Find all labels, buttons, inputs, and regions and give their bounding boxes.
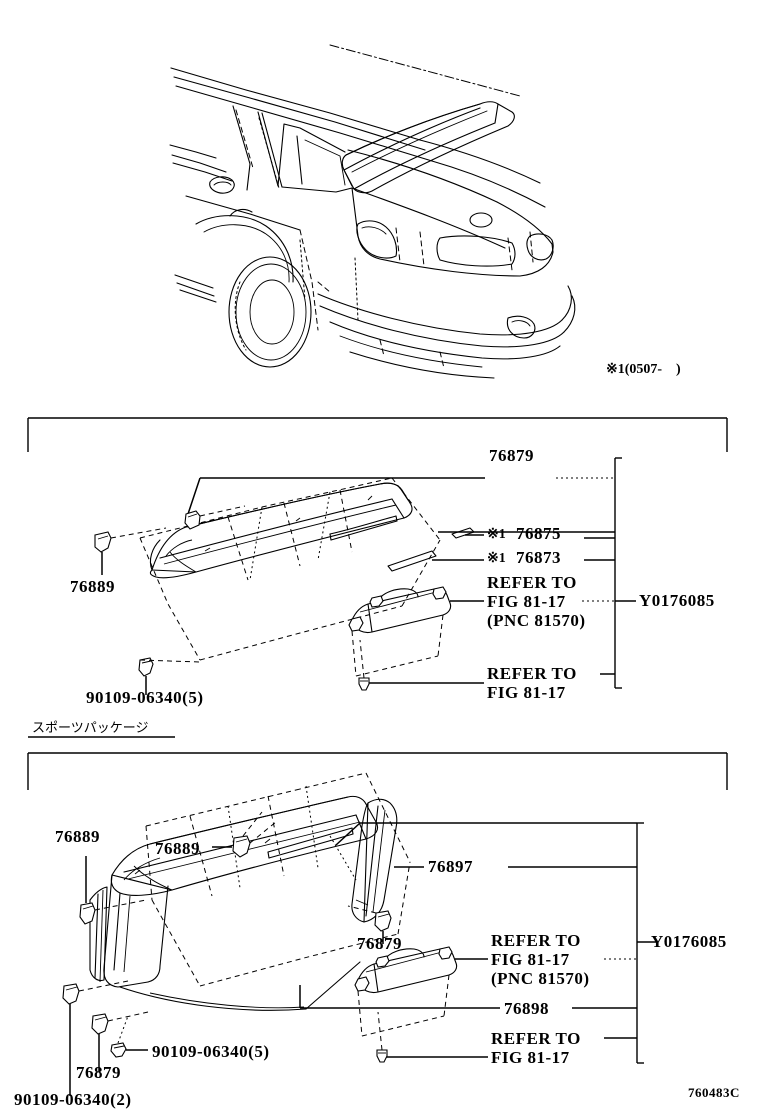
bolt-lamp-sports: [376, 1011, 388, 1063]
group-label-standard[interactable]: Y0176085: [639, 591, 715, 610]
part-label-90109-06340-5-standard[interactable]: 90109-06340(5): [86, 688, 204, 707]
part-label-76879-standard[interactable]: 76879: [489, 446, 534, 465]
moulding-76875: [451, 527, 475, 539]
stop-lamp-standard: [348, 586, 452, 677]
part-label-76889-sports-left[interactable]: 76889: [55, 827, 100, 846]
part-label-90109-06340-5-sports[interactable]: 90109-06340(5): [152, 1042, 270, 1061]
part-label-76897[interactable]: 76897: [428, 857, 473, 876]
clip-76889-standard: [94, 527, 167, 575]
clip-76889-sports-left: [79, 856, 147, 925]
ref-81-17-sports2-line2[interactable]: FIG 81-17: [491, 1048, 570, 1067]
part-label-76879-sports-lowerleft[interactable]: 76879: [76, 1063, 121, 1082]
note-date-range: ※1(0507- ): [606, 362, 681, 377]
spoiler-standard-drawing: [139, 477, 441, 661]
figure-code: 760483C: [688, 1085, 740, 1100]
part-label-90109-06340-2-sports[interactable]: 90109-06340(2): [14, 1090, 132, 1109]
moulding-76873: [387, 550, 437, 572]
ref-81-17-standard2-line2[interactable]: FIG 81-17: [487, 683, 566, 702]
stop-lamp-sports: [354, 946, 458, 1037]
part-label-76898[interactable]: 76898: [504, 999, 549, 1018]
ref-81-17-sports-pnc: (PNC 81570): [491, 969, 590, 988]
group-label-sports[interactable]: Y0176085: [651, 932, 727, 951]
ref-81-17-sports-line1: REFER TO: [491, 931, 581, 950]
clip-76889-sports-center: [212, 811, 277, 858]
part-label-76879-sports-right[interactable]: 76879: [357, 934, 402, 953]
bolt-90109-sports: [110, 1015, 148, 1058]
part-label-76889-standard[interactable]: 76889: [70, 577, 115, 596]
mark-note-76873: ※1: [487, 551, 506, 566]
ref-81-17-sports2-line1: REFER TO: [491, 1029, 581, 1048]
part-label-76873[interactable]: 76873: [516, 548, 561, 567]
clip-76879-standard: [184, 505, 246, 530]
spoiler-sports-drawing: [89, 772, 411, 1011]
ref-81-17-standard-line1: REFER TO: [487, 573, 577, 592]
ref-81-17-standard2-line1: REFER TO: [487, 664, 577, 683]
panel-sports-bracket: [27, 736, 728, 790]
ref-81-17-sports-line2[interactable]: FIG 81-17: [491, 950, 570, 969]
mark-note-76875: ※1: [487, 527, 506, 542]
part-label-76889-sports-center[interactable]: 76889: [155, 839, 200, 858]
panel-standard-group-bar: [614, 457, 636, 689]
part-label-76875[interactable]: 76875: [516, 524, 561, 543]
panel-standard-bracket: [27, 417, 728, 452]
bolt-lamp-standard: [358, 639, 370, 691]
sports-package-title: スポーツパッケージ: [32, 721, 149, 736]
ref-81-17-standard-pnc: (PNC 81570): [487, 611, 586, 630]
ref-81-17-standard-line2[interactable]: FIG 81-17: [487, 592, 566, 611]
vehicle-illustration: [169, 44, 576, 379]
